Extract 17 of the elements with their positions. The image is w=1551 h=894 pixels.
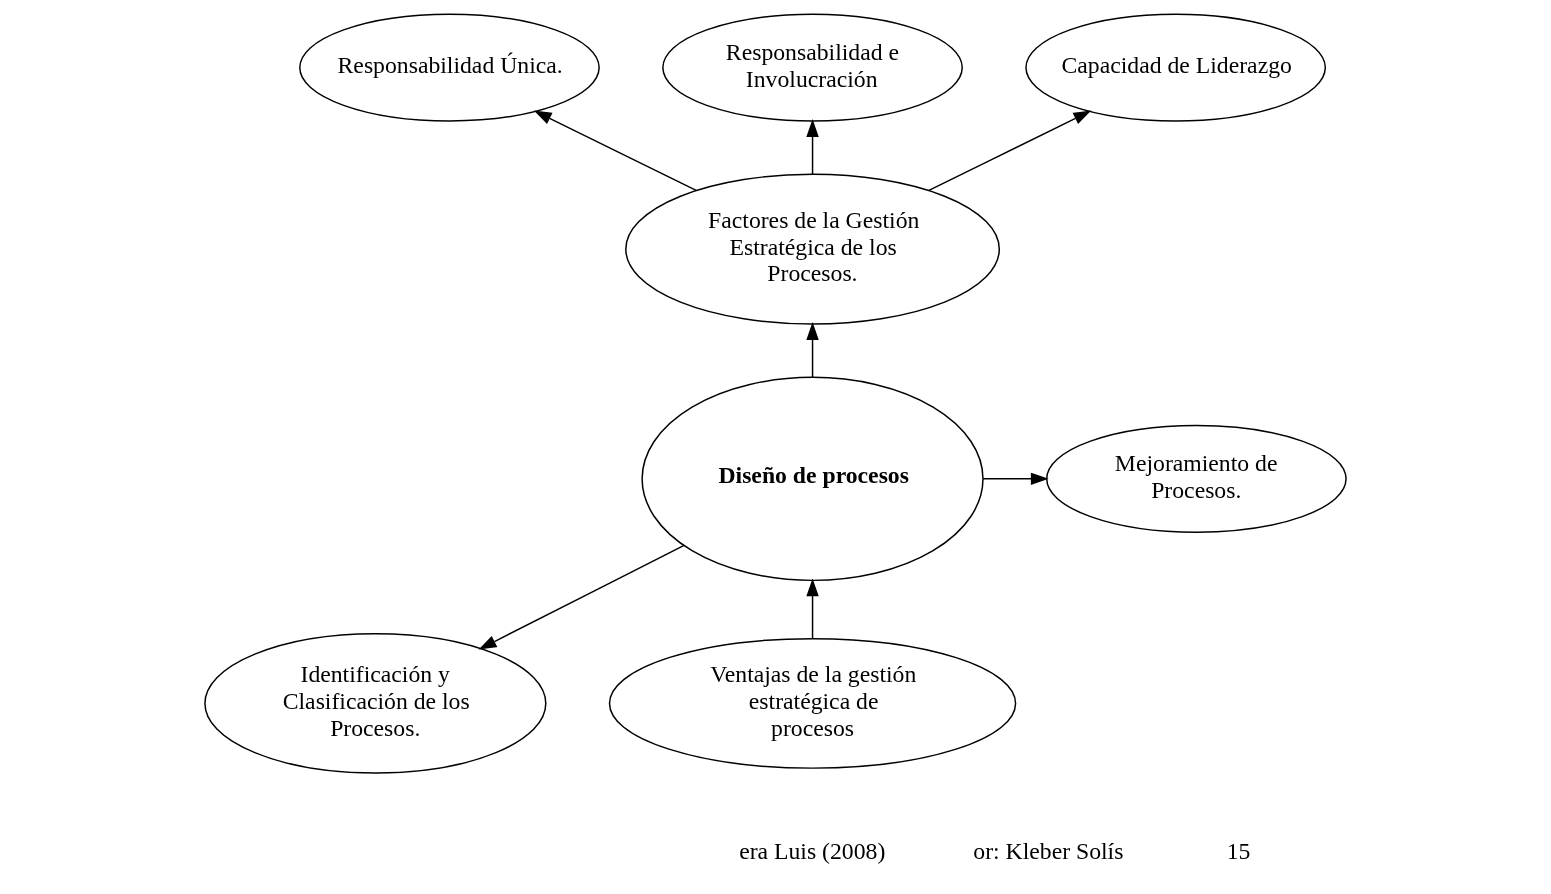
node-ellipse: Ventajas de la gestión estratégica de procesos xyxy=(608,637,1017,769)
label: 15 xyxy=(1226,837,1251,864)
arrow xyxy=(982,472,1049,486)
arrow xyxy=(806,119,819,175)
arrow xyxy=(806,322,819,378)
node-ellipse: Mejoramiento de Procesos. xyxy=(1045,424,1347,533)
label: era Luis (2008) xyxy=(739,837,886,864)
arrow xyxy=(533,110,697,192)
arrow xyxy=(928,110,1092,192)
node-ellipse: Capacidad de Liderazgo xyxy=(1025,13,1327,122)
arrow xyxy=(806,578,819,640)
node-ellipse: Diseño de procesos xyxy=(641,376,984,582)
arrow xyxy=(478,544,685,650)
node-ellipse: Responsabilidad Única. xyxy=(299,13,600,122)
node-ellipse: Factores de la Gestión Estratégica de los Procesos. xyxy=(625,173,1000,325)
node-ellipse: Responsabilidad e Involucración xyxy=(662,13,963,122)
label: or: Kleber Solís xyxy=(973,837,1124,864)
